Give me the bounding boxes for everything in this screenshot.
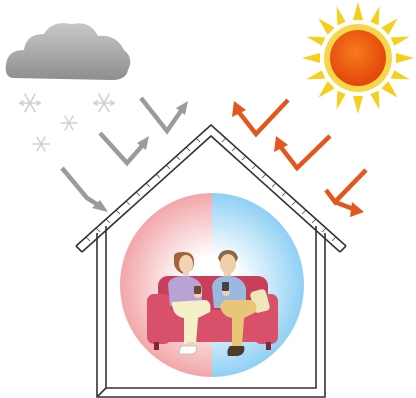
snowflake-icon — [33, 137, 49, 151]
cold-arrow — [141, 98, 188, 131]
sun-icon — [302, 2, 414, 114]
snowflake-icon — [94, 94, 114, 111]
cold-arrows — [62, 98, 188, 212]
heat-arrow — [326, 170, 366, 217]
cold-arrow — [62, 168, 108, 212]
heat-arrow — [274, 136, 330, 168]
cloud-icon — [6, 23, 131, 80]
snowflake-icon — [20, 94, 40, 111]
heat-arrows — [232, 100, 366, 217]
heat-arrow — [232, 100, 288, 134]
snowflake-icon — [61, 116, 77, 130]
cold-arrow — [100, 133, 149, 163]
